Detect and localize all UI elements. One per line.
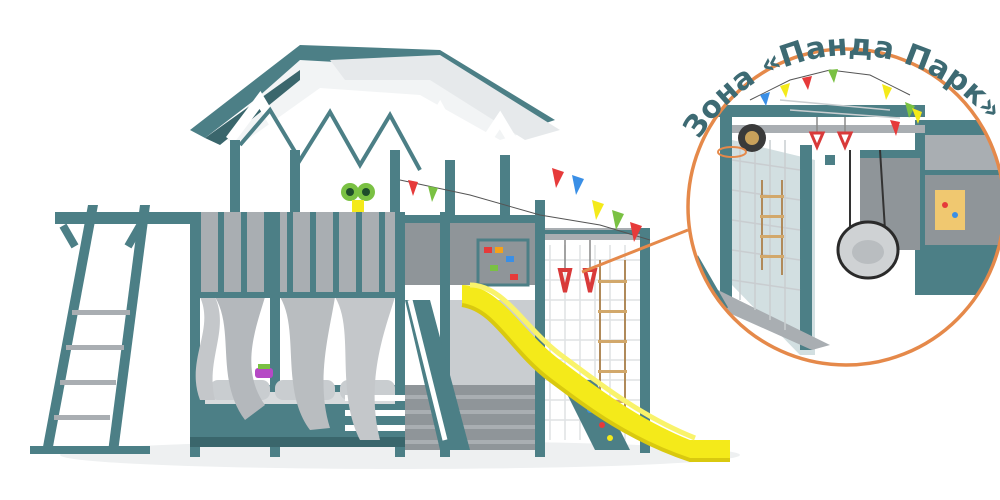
abacus-toy (476, 238, 530, 287)
bunting-flags (399, 168, 651, 242)
bench-toy (255, 364, 273, 378)
binoculars-toy (341, 183, 375, 212)
stairs (405, 299, 470, 450)
callout-ring (686, 47, 1000, 367)
yellow-slide (461, 282, 730, 462)
callout-detail (688, 49, 1000, 365)
playground (30, 45, 740, 469)
curtains (195, 292, 405, 440)
roof (190, 45, 560, 220)
zoom-callout (581, 47, 1000, 367)
support-posts (190, 200, 545, 457)
platform-fence (195, 212, 535, 297)
callout-pointer (581, 228, 689, 274)
